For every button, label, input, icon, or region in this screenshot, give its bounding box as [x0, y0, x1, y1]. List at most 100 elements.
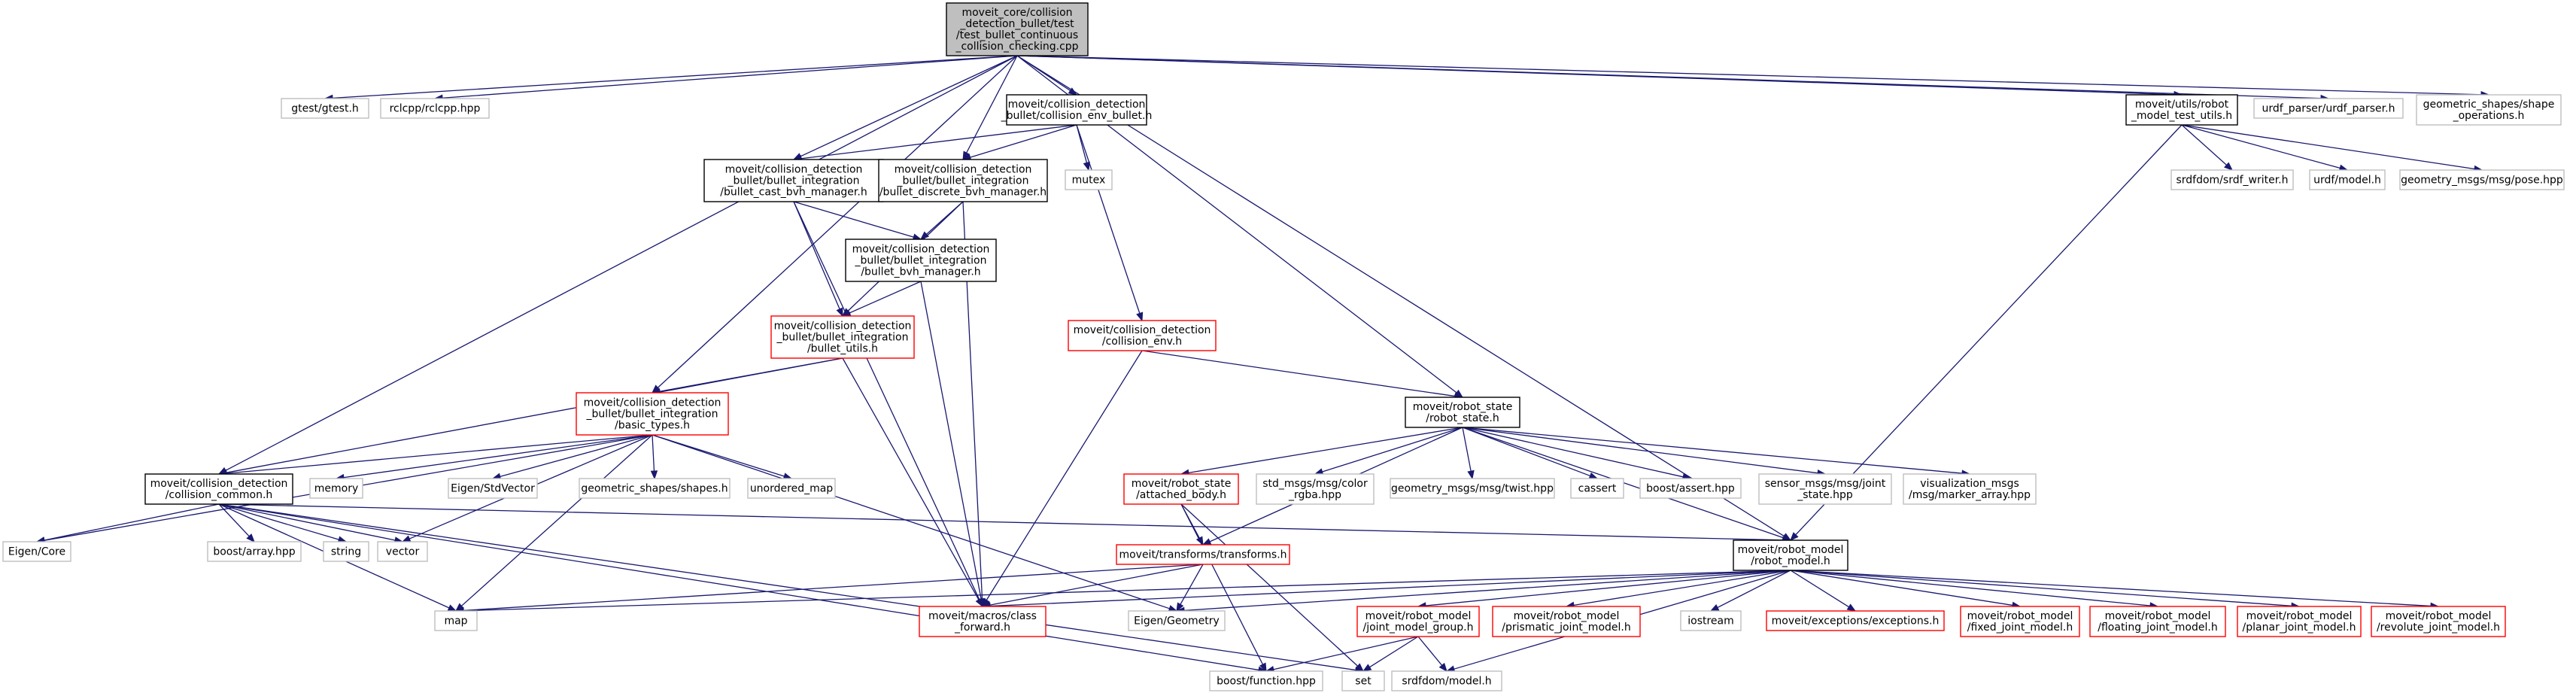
node-exceptions[interactable]: moveit/exceptions/exceptions.h: [1766, 610, 1945, 631]
node-urdf-parser[interactable]: urdf_parser/urdf_parser.h: [2253, 98, 2404, 119]
edge-robot-model-to-eigen-geometry: [1175, 570, 1791, 615]
node-memory[interactable]: memory: [309, 478, 363, 499]
node-collision-env-bullet[interactable]: moveit/collision_detection_bullet/collis…: [1001, 94, 1153, 126]
node-iostream[interactable]: iostream: [1680, 610, 1742, 631]
node-box: [1570, 478, 1624, 499]
node-gtest[interactable]: gtest/gtest.h: [281, 98, 369, 119]
node-planar-joint[interactable]: moveit/robot_model/planar_joint_model.h: [2237, 606, 2362, 637]
node-box: [1639, 478, 1742, 499]
node-srdf-writer[interactable]: srdfdom/srdf_writer.h: [2170, 169, 2294, 190]
node-discrete-bvh[interactable]: moveit/collision_detection_bullet/bullet…: [878, 159, 1048, 202]
node-label-line: /robot_state.h: [1426, 412, 1499, 424]
node-box: [579, 478, 731, 499]
edge-bullet-utils-to-collision-common: [217, 357, 843, 476]
node-box: [1128, 610, 1226, 631]
node-robot-model[interactable]: moveit/robot_model/robot_model.h: [1733, 539, 1848, 571]
node-cast-bvh[interactable]: moveit/collision_detection_bullet/bullet…: [703, 159, 884, 202]
node-box: [2399, 169, 2565, 190]
node-marker-array[interactable]: visualization_msgs/msg/marker_array.hpp: [1903, 473, 2037, 505]
node-box: [1766, 610, 1945, 631]
edge-arrowhead: [1355, 663, 1364, 672]
edge-robot-model-test-utils-to-srdf-writer: [2181, 124, 2234, 171]
node-revolute-joint[interactable]: moveit/robot_model/revolute_joint_model.…: [2371, 606, 2506, 637]
node-collision-common[interactable]: moveit/collision_detection/collision_com…: [144, 473, 293, 505]
node-rclcpp[interactable]: rclcpp/rclcpp.hpp: [380, 98, 490, 119]
node-unordered-map[interactable]: unordered_map: [747, 478, 836, 499]
edge-line: [1273, 636, 1419, 670]
node-box: [878, 159, 1048, 202]
node-box: [377, 541, 428, 562]
node-box: [1341, 670, 1385, 691]
node-string[interactable]: string: [323, 541, 369, 562]
node-eigen-geometry[interactable]: Eigen/Geometry: [1128, 610, 1226, 631]
node-basic-types[interactable]: moveit/collision_detection_bullet/bullet…: [576, 392, 729, 436]
node-boost-assert[interactable]: boost/assert.hpp: [1639, 478, 1742, 499]
node-label-line: unordered_map: [750, 483, 833, 495]
node-robot-model-test-utils[interactable]: moveit/utils/robot_model_test_utils.h: [2125, 94, 2238, 126]
edge-line: [1016, 55, 2322, 99]
edge-transforms-to-eigen-geometry: [1176, 564, 1204, 612]
node-map[interactable]: map: [434, 610, 478, 631]
node-cassert[interactable]: cassert: [1570, 478, 1624, 499]
node-mutex[interactable]: mutex: [1065, 169, 1113, 190]
node-eigen-core[interactable]: Eigen/Core: [2, 541, 71, 562]
node-box: [576, 392, 729, 436]
edge-robot-model-test-utils-to-robot-model: [1790, 124, 2183, 541]
node-root[interactable]: moveit_core/collision_detection_bullet/t…: [946, 2, 1089, 56]
edge-root-to-robot-model: [1016, 55, 1792, 541]
node-joint-model-group[interactable]: moveit/robot_model/joint_model_group.h: [1356, 606, 1480, 637]
node-collision-env[interactable]: moveit/collision_detection/collision_env…: [1068, 320, 1217, 351]
node-color-rgba[interactable]: std_msgs/msg/color_rgba.hpp: [1256, 473, 1375, 505]
node-label-line: vector: [386, 546, 420, 558]
node-label-line: urdf/model.h: [2313, 175, 2381, 187]
edge-robot-model-test-utils-to-urdf-model: [2181, 124, 2349, 172]
node-label-line: _bullet/collision_env_bullet.h: [1001, 110, 1153, 122]
node-class-forward[interactable]: moveit/macros/class_forward.h: [919, 606, 1046, 637]
node-bvh-manager[interactable]: moveit/collision_detection_bullet/bullet…: [845, 239, 997, 282]
edge-line: [652, 434, 655, 472]
node-box: [2237, 606, 2362, 637]
edge-line: [1462, 427, 1684, 478]
node-srdf-model[interactable]: srdfdom/model.h: [1391, 670, 1502, 691]
node-label-line: gtest/gtest.h: [291, 103, 359, 115]
edge-root-to-gtest: [324, 55, 1018, 102]
node-label-line: moveit/collision_detection: [584, 397, 721, 409]
node-box: [2371, 606, 2506, 637]
node-vector[interactable]: vector: [377, 541, 428, 562]
node-pose[interactable]: geometry_msgs/msg/pose.hpp: [2399, 169, 2565, 190]
node-label-line: moveit/collision_detection: [725, 164, 863, 176]
node-eigen-stdvector[interactable]: Eigen/StdVector: [448, 478, 538, 499]
node-label-line: cassert: [1578, 483, 1617, 495]
node-label-line: _rgba.hpp: [1288, 489, 1341, 501]
node-label-line: sensor_msgs/msg/joint: [1765, 478, 1886, 490]
edge-arrowhead: [1136, 312, 1144, 322]
node-urdf-model[interactable]: urdf/model.h: [2309, 169, 2386, 190]
edge-line: [1016, 55, 2482, 96]
node-transforms[interactable]: moveit/transforms/transforms.h: [1116, 544, 1290, 565]
node-shapes[interactable]: geometric_shapes/shapes.h: [579, 478, 731, 499]
node-label-line: moveit/collision_detection: [852, 244, 990, 256]
node-attached-body[interactable]: moveit/robot_state/attached_body.h: [1123, 473, 1239, 505]
node-twist[interactable]: geometry_msgs/msg/twist.hpp: [1390, 478, 1555, 499]
node-boost-function[interactable]: boost/function.hpp: [1209, 670, 1323, 691]
edge-arrowhead: [1201, 538, 1212, 546]
node-label-line: boost/function.hpp: [1217, 676, 1316, 688]
node-bullet-utils[interactable]: moveit/collision_detection_bullet/bullet…: [770, 315, 915, 359]
node-joint-state[interactable]: sensor_msgs/msg/joint_state.hpp: [1758, 473, 1892, 505]
edge-arrowhead: [1083, 161, 1090, 172]
node-fixed-joint[interactable]: moveit/robot_model/fixed_joint_model.h: [1960, 606, 2080, 637]
node-shape-operations[interactable]: geometric_shapes/shape_operations.h: [2416, 94, 2562, 126]
node-label-line: /floating_joint_model.h: [2098, 622, 2217, 634]
node-prismatic-joint[interactable]: moveit/robot_model/prismatic_joint_model…: [1492, 606, 1641, 637]
node-box: [946, 2, 1089, 56]
node-box: [1116, 544, 1290, 565]
edge-robot-state-to-boost-assert: [1462, 427, 1692, 481]
node-boost-array[interactable]: boost/array.hpp: [207, 541, 302, 562]
edge-robot-state-to-joint-state: [1462, 427, 1827, 477]
node-robot-state[interactable]: moveit/robot_state/robot_state.h: [1405, 397, 1520, 428]
node-set[interactable]: set: [1341, 670, 1385, 691]
edge-line: [1180, 564, 1204, 605]
edge-line: [652, 434, 1170, 609]
node-floating-joint[interactable]: moveit/robot_model/floating_joint_model.…: [2089, 606, 2226, 637]
